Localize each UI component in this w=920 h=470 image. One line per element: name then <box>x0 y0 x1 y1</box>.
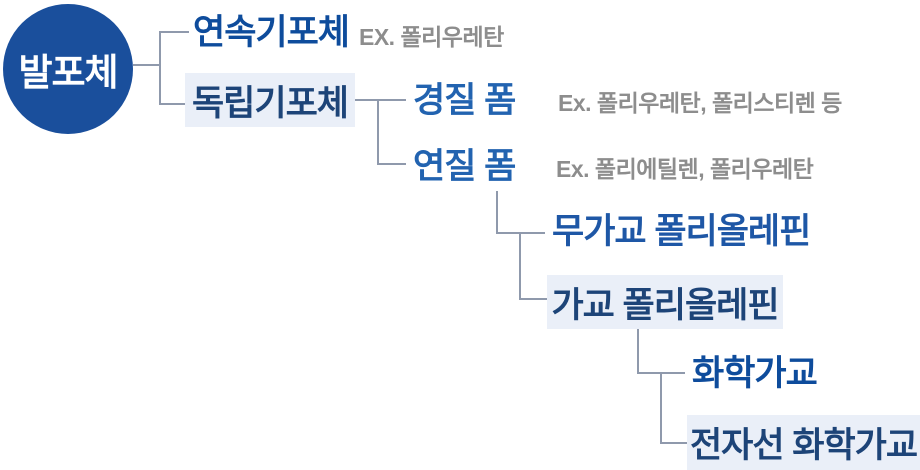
root-node-circle: 발포체 <box>3 4 133 134</box>
example-rigid-foam: Ex. 폴리우레탄, 폴리스티렌 등 <box>558 90 842 116</box>
connector-rigid-horizontal <box>379 99 406 101</box>
connector-flexible-horizontal <box>379 163 406 165</box>
connector-root-horizontal <box>133 64 161 66</box>
connector-closed-cell-horizontal <box>161 103 185 105</box>
node-rigid-foam: 경질 폼 <box>413 81 516 120</box>
connector-crosslinked-horizontal <box>521 298 547 300</box>
connector-level4-vertical <box>660 372 662 444</box>
connector-electron-beam-horizontal <box>662 442 687 444</box>
connector-crosslinked-down-vertical <box>637 329 639 374</box>
node-open-cell-foam: 연속기포체 <box>193 13 350 52</box>
node-non-crosslinked-polyolefin: 무가교 폴리올레핀 <box>552 212 811 251</box>
node-chemical-crosslinking: 화학가교 <box>692 354 818 393</box>
example-flexible-foam: Ex. 폴리에틸렌, 폴리우레탄 <box>556 156 814 182</box>
connector-level2-vertical <box>377 99 379 165</box>
node-flexible-foam: 연질 폼 <box>413 147 516 186</box>
connector-level1-vertical <box>159 31 161 105</box>
node-electron-beam-crosslinking-box: 전자선 화학가교 <box>687 415 920 470</box>
root-node-label: 발포체 <box>18 52 118 93</box>
node-crosslinked-polyolefin-box: 가교 폴리올레핀 <box>547 275 783 329</box>
connector-flexible-down-vertical <box>496 191 498 234</box>
connector-open-cell-horizontal <box>161 31 189 33</box>
node-closed-cell-foam-box: 독립기포체 <box>185 73 355 127</box>
node-crosslinked-polyolefin: 가교 폴리올레핀 <box>551 285 779 325</box>
example-open-cell-foam: EX. 폴리우레탄 <box>359 24 504 50</box>
connector-level3-vertical <box>519 232 521 300</box>
connector-closedcell-to-split <box>355 99 379 101</box>
node-closed-cell-foam: 독립기포체 <box>191 83 349 123</box>
node-electron-beam-crosslinking: 전자선 화학가교 <box>689 426 918 465</box>
